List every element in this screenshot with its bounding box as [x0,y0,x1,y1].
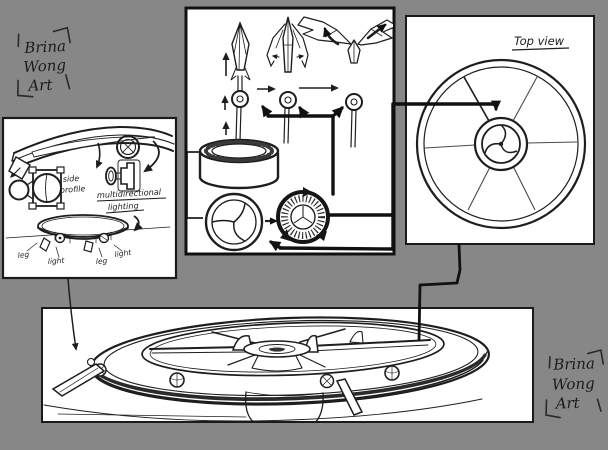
rim-light-lens [116,135,140,159]
under-body [244,391,324,421]
signature-line-3: Art [553,394,581,413]
signature-line-1: Brina [552,354,595,373]
arrow-to-side-profile [95,142,103,169]
signature-bracket-icon [17,26,71,98]
top-view-underline [511,47,570,51]
signature-line-1: Brina [23,37,66,57]
signature-top-left: Brina Wong Art [17,26,71,98]
profile-label: profile [59,184,86,195]
motor-to-hub-connector [268,100,502,252]
rotation-motor-sketch [276,187,330,244]
top-view-panel: Top view [405,15,595,245]
leg-right-label: leg [96,256,108,266]
side-label: side [63,174,80,184]
light-left-label: light [48,256,66,266]
stage3-deployed-rotor [297,16,393,148]
disc-leg-left [39,237,51,252]
transformation-panel [184,6,396,256]
side-profile-panel: side profile multidirectional lighting [1,116,178,280]
multidirectional-underline [96,197,167,202]
multidirectional-label: multidirectional [97,187,162,200]
perspective-wheel-sketch [43,316,490,421]
side-profile-light-sketch [8,166,65,210]
multidirectional-light-sketch [105,159,141,192]
signature-bracket-icon [545,349,605,419]
base-cylinder-sketch [198,138,280,190]
lighting-label: lighting [108,200,139,212]
arrow-to-multidirectional [143,140,160,173]
rise-arrows [221,52,230,135]
unfold-arrow-left [323,27,340,46]
wheel-spokes [424,76,578,211]
top-view-wheel-sketch [415,58,587,230]
cylinder-iris-bracket [187,151,203,219]
sideprofile-to-perspective-connector [67,278,79,351]
signature-line-3: Art [26,76,54,95]
knob-icon [8,179,30,201]
rim-segment-sketch [8,125,175,180]
signature-bottom-right: Brina Wong Art [545,349,605,419]
signature-line-2: Wong [552,374,595,393]
top-view-label: Top view [514,34,565,48]
stage1-closed-rotor [230,21,251,142]
perspective-panel [41,307,534,423]
leg-left-label: leg [17,250,30,260]
topview-to-perspective-connector [417,243,462,342]
panel-connectors [67,100,502,351]
leg-strut-right [335,378,364,416]
signature-line-2: Wong [23,56,67,76]
arrow-to-disc [133,215,143,232]
iris-mechanism-sketch [204,192,264,252]
disc-sketch [5,214,171,258]
unfold-arrow-right [366,23,387,40]
stage2-opening-rotor [266,16,309,144]
light-right-label: light [114,248,133,259]
ball-joint-callout-connector [261,104,344,196]
lighting-underline [105,209,145,214]
disc-leg-right [83,240,94,253]
